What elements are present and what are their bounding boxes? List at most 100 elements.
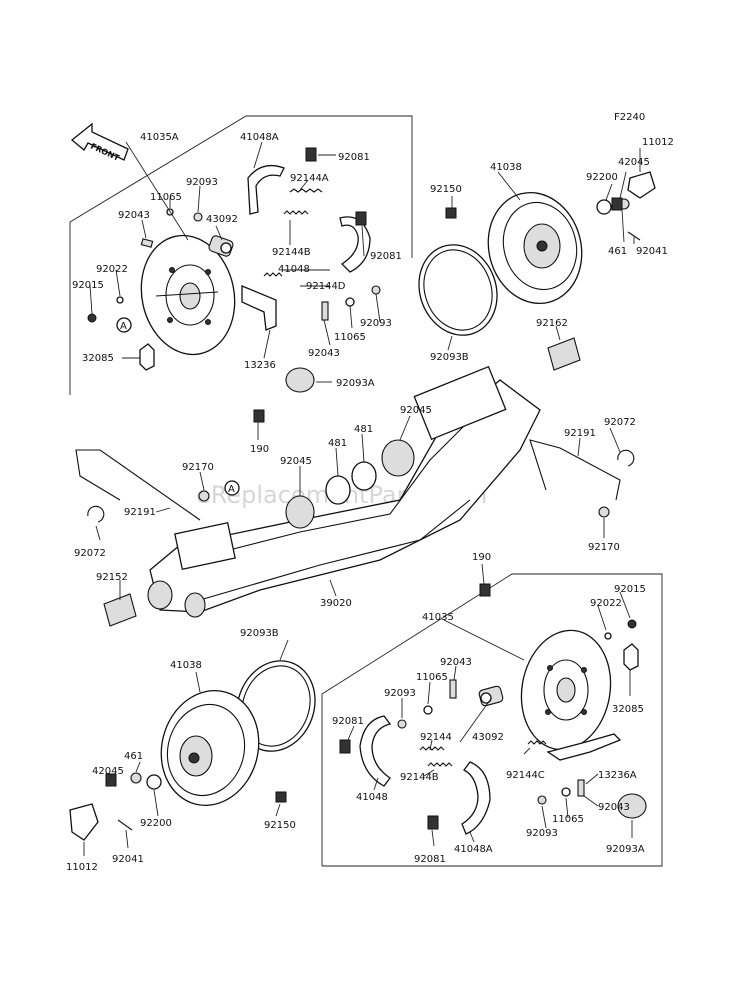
pin-11065-upper-2 xyxy=(345,297,355,307)
wheel-cylinder-lower xyxy=(478,685,504,707)
label-92093a-lower: 92093A xyxy=(606,844,645,855)
label-92093b-upper: 92093B xyxy=(430,352,469,363)
label-92041-upper: 92041 xyxy=(636,246,668,257)
bolt-190-upper xyxy=(253,409,265,423)
label-11065-lower-2: 11065 xyxy=(552,814,584,825)
label-92093-lower: 92093 xyxy=(384,688,416,699)
backing-plate-lower xyxy=(520,629,612,751)
label-92152: 92152 xyxy=(96,572,128,583)
label-190-lower: 190 xyxy=(472,552,491,563)
label-92093-upper-2: 92093 xyxy=(360,318,392,329)
seal-92093a-upper xyxy=(285,367,315,393)
bolt-92043-lower-2 xyxy=(577,779,585,797)
label-92162: 92162 xyxy=(536,318,568,329)
cotter-pin-92041-lower xyxy=(117,819,133,831)
label-481-left: 481 xyxy=(328,438,347,449)
bushing-92152 xyxy=(103,593,137,627)
label-92191-right: 92191 xyxy=(564,428,596,439)
clip-92081-lower-1 xyxy=(339,739,351,754)
label-92081-lower-2: 92081 xyxy=(414,854,446,865)
label-92081-lower-1: 92081 xyxy=(332,716,364,727)
spring-92144d xyxy=(263,272,283,277)
spring-92144b-upper xyxy=(283,210,309,215)
bolt-92043-lower xyxy=(449,679,457,699)
spring-92144b-lower xyxy=(427,762,453,767)
washer-481-left xyxy=(325,475,351,505)
label-41038-lower: 41038 xyxy=(170,660,202,671)
label-92170-left: 92170 xyxy=(182,462,214,473)
label-32085-lower: 32085 xyxy=(612,704,644,715)
nut-42045-lower xyxy=(105,773,117,787)
label-43092-upper: 43092 xyxy=(206,214,238,225)
callout-a-middle-text: A xyxy=(228,484,235,495)
label-41035: 41035 xyxy=(422,612,454,623)
label-92043-lower-2: 92043 xyxy=(598,802,630,813)
figure-code: F2240 xyxy=(614,112,645,123)
clip-92081-lower-2 xyxy=(427,815,439,830)
label-41038-upper: 41038 xyxy=(490,162,522,173)
label-92043-upper: 92043 xyxy=(118,210,150,221)
bolt-190-lower xyxy=(479,583,491,597)
spring-92144 xyxy=(419,746,445,751)
clip-92072-left xyxy=(87,505,105,523)
label-43092-lower: 43092 xyxy=(472,732,504,743)
label-92022-lower: 92022 xyxy=(590,598,622,609)
label-92093-upper: 92093 xyxy=(186,177,218,188)
backing-plate-upper xyxy=(140,234,236,356)
label-42045-lower: 42045 xyxy=(92,766,124,777)
label-92093-lower-2: 92093 xyxy=(526,828,558,839)
axle-housing-39020 xyxy=(147,365,541,618)
label-92144a: 92144A xyxy=(290,173,329,184)
leader-lines xyxy=(83,141,641,856)
label-92150-lower: 92150 xyxy=(264,820,296,831)
label-41048-upper: 41048 xyxy=(278,264,310,275)
label-41048-lower: 41048 xyxy=(356,792,388,803)
label-41048a-lower: 41048A xyxy=(454,844,493,855)
brake-drum-upper xyxy=(487,191,583,305)
callout-a-middle xyxy=(224,480,240,496)
label-92043-lower: 92043 xyxy=(440,657,472,668)
bearing-92045-right xyxy=(381,439,415,477)
label-92200-upper: 92200 xyxy=(586,172,618,183)
wheel-cylinder-upper xyxy=(208,235,234,257)
label-92022-upper: 92022 xyxy=(96,264,128,275)
label-11012-lower: 11012 xyxy=(66,862,98,873)
label-92081-upper-2: 92081 xyxy=(370,251,402,262)
rod-92191-right xyxy=(529,439,621,501)
label-41048a-upper: 41048A xyxy=(240,132,279,143)
washer-92200-upper xyxy=(596,199,612,215)
brake-shoe-41048a-upper xyxy=(247,164,285,215)
label-92015-upper: 92015 xyxy=(72,280,104,291)
rod-92191-left xyxy=(75,449,201,521)
seal-92093a-lower xyxy=(617,793,647,819)
label-92200-lower: 92200 xyxy=(140,818,172,829)
callout-a-upper xyxy=(116,317,132,333)
callout-a-upper-text: A xyxy=(120,321,127,332)
washer-92093-upper xyxy=(193,212,203,222)
upper-brake-group-border xyxy=(69,115,413,395)
washer-92093-lower xyxy=(397,719,407,729)
cap-11012-upper xyxy=(627,171,656,199)
label-92144c: 92144C xyxy=(506,770,545,781)
label-92150-upper: 92150 xyxy=(430,184,462,195)
label-92043-upper-2: 92043 xyxy=(308,348,340,359)
pin-11065-lower-2 xyxy=(561,787,571,797)
label-92045-right: 92045 xyxy=(400,405,432,416)
label-92144: 92144 xyxy=(420,732,452,743)
label-92144d: 92144D xyxy=(306,281,346,292)
label-32085-upper: 32085 xyxy=(82,353,114,364)
washer-92093-upper-2 xyxy=(371,285,381,295)
label-92045-left: 92045 xyxy=(280,456,312,467)
cap-11012-lower xyxy=(69,803,99,841)
label-13236a: 13236A xyxy=(598,770,637,781)
label-92144b-upper: 92144B xyxy=(272,247,311,258)
label-481-right: 481 xyxy=(354,424,373,435)
bolt-92150-lower xyxy=(275,791,287,803)
spring-92144c xyxy=(527,740,547,745)
label-92072-right: 92072 xyxy=(604,417,636,428)
bracket-32085-lower xyxy=(623,643,639,671)
washer-92200-lower xyxy=(146,774,162,790)
washer-92022-upper xyxy=(116,296,124,304)
label-41035a: 41035A xyxy=(140,132,179,143)
